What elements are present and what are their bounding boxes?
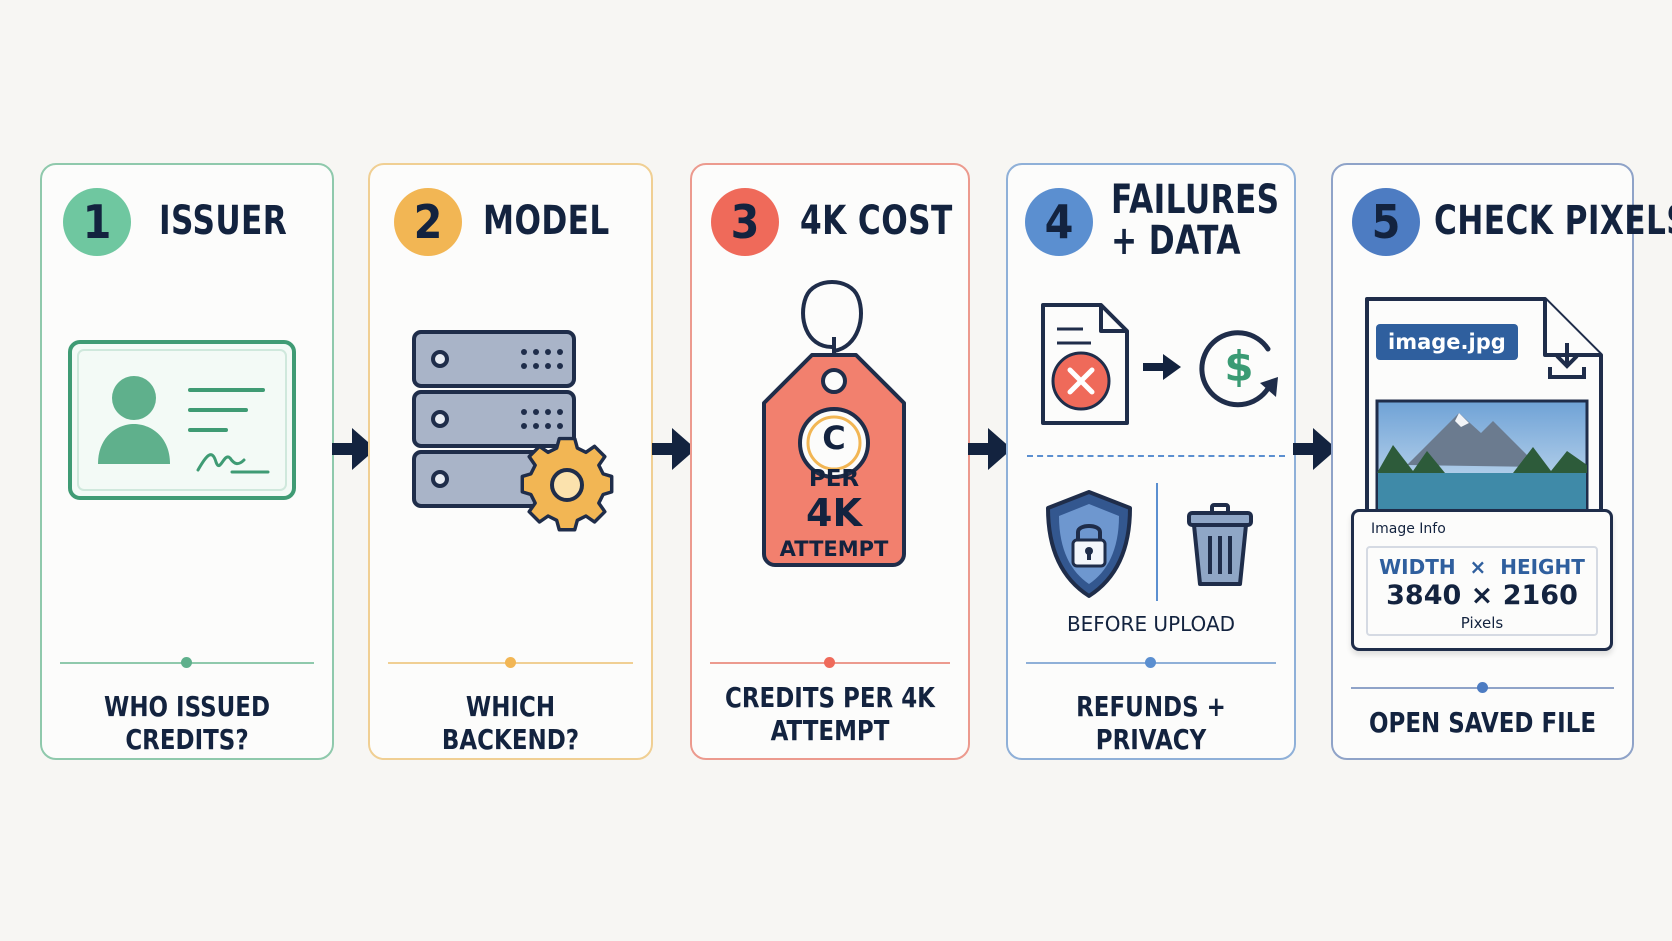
dollar-sign: $	[1224, 342, 1254, 391]
step-number-badge: 3	[711, 188, 779, 256]
step-card-model: 2 MODEL WHICH BACKEND?	[368, 163, 653, 760]
dimension-values: 3840 × 2160	[1386, 580, 1578, 611]
dimension-unit: Pixels	[1460, 614, 1504, 632]
failed-file-icon	[1041, 303, 1129, 425]
tag-text-4k: 4K	[806, 491, 862, 535]
step-caption: OPEN SAVED FILE	[1368, 706, 1597, 739]
refund-icon	[1199, 330, 1278, 408]
shield-lock-icon	[1046, 490, 1132, 598]
step-caption-line1: CREDITS PER 4K	[725, 681, 935, 714]
image-file-icon	[1365, 297, 1603, 533]
price-tag-icon	[762, 280, 906, 567]
step-title: 4K COST	[800, 198, 953, 244]
dashed-divider	[1027, 455, 1285, 457]
divider-dot	[1477, 682, 1488, 693]
download-icon	[1548, 343, 1586, 379]
step-title: ISSUER	[159, 198, 288, 244]
arrow-right-icon	[968, 428, 1012, 470]
id-card-icon	[68, 340, 296, 500]
tag-text-per: PER	[808, 466, 860, 492]
step-title: CHECK PIXELS	[1434, 198, 1672, 244]
step-card-issuer: 1 ISSUER WHO ISSUED CREDITS?	[40, 163, 334, 760]
step-title: MODEL	[483, 198, 610, 244]
step-number-badge: 5	[1352, 188, 1420, 256]
step-caption: REFUNDS + PRIVACY	[1076, 690, 1226, 756]
trash-icon	[1187, 503, 1253, 586]
step-number-badge: 2	[394, 188, 462, 256]
vertical-divider	[1156, 483, 1158, 601]
image-info-title: Image Info	[1371, 521, 1446, 537]
tag-text-attempt: ATTEMPT	[779, 537, 889, 561]
step-number-badge: 4	[1025, 188, 1093, 256]
step-number-badge: 1	[63, 188, 131, 256]
arrow-right-icon	[1293, 428, 1337, 470]
divider-dot	[181, 657, 192, 668]
step-caption: WHO ISSUED CREDITS?	[103, 690, 271, 756]
arrow-right-icon	[1143, 354, 1181, 380]
file-name-chip: image.jpg	[1376, 324, 1518, 360]
arrow-right-icon	[332, 428, 376, 470]
divider-dot	[824, 657, 835, 668]
step-caption-line2: ATTEMPT	[770, 714, 890, 747]
coin-symbol: C	[822, 419, 846, 457]
divider-dot	[505, 657, 516, 668]
step-card-failures-data: 4 FAILURES + DATA $ BEFORE UPLOAD REFU	[1006, 163, 1296, 760]
step-card-check-pixels: 5 CHECK PIXELS image.jpg Image Info WIDT…	[1331, 163, 1672, 760]
step-title-line2: + DATA	[1111, 218, 1241, 264]
before-upload-label: BEFORE UPLOAD	[1066, 612, 1236, 636]
server-gear-icon	[412, 330, 614, 532]
step-title-line1: FAILURES	[1111, 177, 1280, 223]
step-card-4k-cost: 3 4K COST C PER 4K ATTEMPT CREDITS PER 4…	[690, 163, 970, 760]
image-info-panel: Image Info WIDTH × HEIGHT 3840 × 2160 Pi…	[1351, 509, 1613, 651]
divider-dot	[1145, 657, 1156, 668]
step-caption: WHICH BACKEND?	[441, 690, 580, 756]
image-info-box: WIDTH × HEIGHT 3840 × 2160 Pixels	[1366, 546, 1598, 636]
arrow-right-icon	[652, 428, 696, 470]
dimension-labels: WIDTH × HEIGHT	[1379, 555, 1585, 579]
